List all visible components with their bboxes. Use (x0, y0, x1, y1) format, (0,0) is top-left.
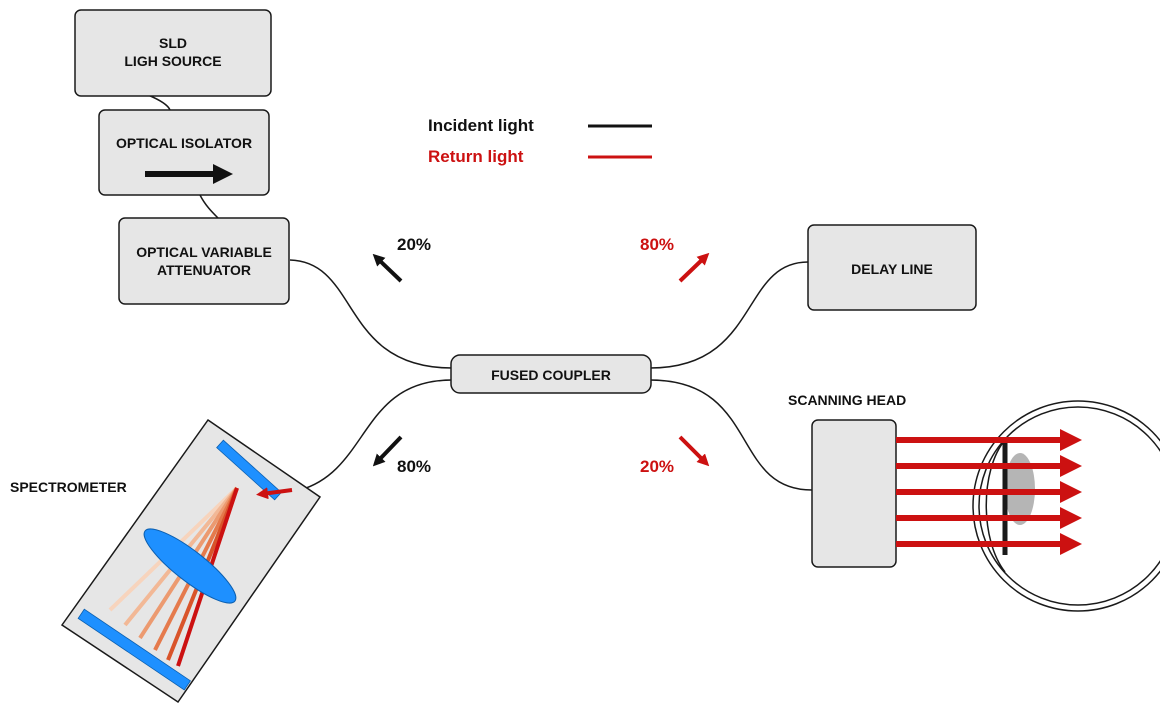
upper-right-percentage: 80% (640, 235, 674, 254)
fiber-coupler-spectrometer (299, 379, 453, 491)
lower-left-arrow-icon (372, 435, 403, 467)
sld-label-line2: LIGH SOURCE (124, 53, 221, 69)
upper-right-arrow-icon (678, 252, 710, 283)
legend: Incident light Return light (428, 116, 652, 166)
upper-left-arrow-icon (372, 253, 403, 283)
upper-left-percentage: 20% (397, 235, 431, 254)
fused-coupler-box: FUSED COUPLER (450, 354, 652, 394)
scanning-head-label: SCANNING HEAD (788, 392, 906, 408)
legend-incident-label: Incident light (428, 116, 534, 135)
lower-right-percentage: 20% (640, 457, 674, 476)
lower-right-arrow-icon (678, 435, 710, 467)
scanning-beams (896, 429, 1082, 555)
spectrometer-input-arrow-icon (256, 487, 293, 500)
optical-isolator-box: OPTICAL ISOLATOR (98, 109, 270, 196)
attenuator-label-line2: ATTENUATOR (157, 262, 251, 278)
eye-icon (972, 400, 1160, 612)
delay-line-label: DELAY LINE (851, 261, 933, 277)
fiber-coupler-scanhead (649, 379, 813, 491)
fiber-attenuator-coupler (289, 259, 453, 369)
split-ratio-indicators: 20% 80% 80% 20% (372, 235, 710, 476)
fiber-isolator-attenuator (199, 194, 219, 219)
optical-variable-attenuator-box: OPTICAL VARIABLE ATTENUATOR (118, 217, 290, 305)
spectrometer-lens (143, 528, 237, 604)
scanning-head-box (811, 419, 897, 568)
isolator-arrow-icon (145, 164, 233, 184)
fiber-sld-isolator (147, 94, 171, 111)
spectrometer-label: SPECTROMETER (10, 479, 127, 495)
fiber-coupler-delay (649, 261, 809, 369)
sld-label-line1: SLD (159, 35, 187, 51)
coupler-label: FUSED COUPLER (491, 367, 611, 383)
legend-return-label: Return light (428, 147, 524, 166)
sld-light-source-box: SLD LIGH SOURCE (74, 9, 272, 97)
spectrometer-box (60, 418, 322, 704)
fiber-paths (147, 94, 813, 491)
detector-array (77, 608, 191, 691)
isolator-label: OPTICAL ISOLATOR (116, 135, 252, 151)
attenuator-label-line1: OPTICAL VARIABLE (136, 244, 272, 260)
diffraction-grating (216, 439, 282, 501)
delay-line-box: DELAY LINE (807, 224, 977, 311)
lower-left-percentage: 80% (397, 457, 431, 476)
